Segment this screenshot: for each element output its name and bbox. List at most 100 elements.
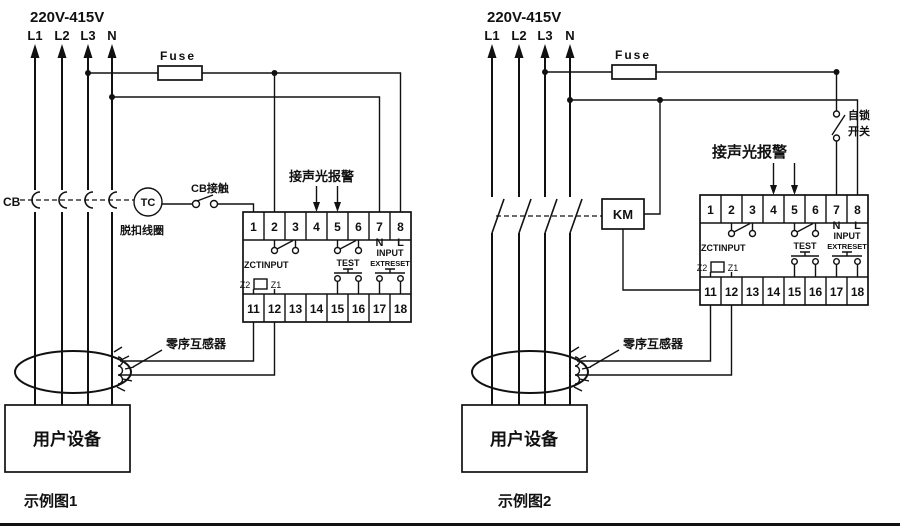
- ext-reset-button-contact: [397, 275, 405, 283]
- km-aux-wire: [622, 229, 700, 291]
- zct-pointer: [132, 349, 163, 368]
- junction-dot: [109, 94, 115, 100]
- phase-label-l3: L3: [537, 28, 552, 43]
- terminal-number: 8: [397, 220, 404, 234]
- terminal-number: 17: [373, 302, 387, 316]
- terminal-number: 11: [704, 285, 717, 299]
- zct-input-label: ZCTINPUT: [244, 260, 289, 270]
- ext-reset-button: [375, 268, 405, 274]
- relay-contact-leads: [336, 240, 360, 248]
- relay-contact-point: [333, 246, 342, 255]
- zct-leads: [252, 289, 276, 294]
- ext-reset-button-contact: [833, 258, 841, 266]
- line-arrow-icon: [565, 44, 575, 58]
- zct-label: 零序互感器: [622, 336, 684, 351]
- relay-input-label: INPUT: [377, 248, 405, 258]
- line-arrow-icon: [83, 44, 93, 58]
- terminal-number: 4: [313, 220, 320, 234]
- ext-reset-button: [832, 251, 862, 257]
- selflock-label-2: 开关: [848, 124, 870, 138]
- alarm-arrowhead-icon: [334, 202, 341, 212]
- terminal-number: 14: [310, 302, 324, 316]
- cb-breaker-symbol: [84, 191, 94, 209]
- ext-reset-button-leads: [835, 264, 859, 277]
- test-label: TEST: [793, 241, 817, 251]
- line-arrow-icon: [30, 44, 40, 58]
- phase-label-l1: L1: [484, 28, 499, 43]
- terminal-number: 15: [331, 302, 345, 316]
- terminal-number: 16: [352, 302, 366, 316]
- km-box: [601, 198, 645, 230]
- test-button-leads: [793, 264, 817, 277]
- alarm-arrowhead-icon: [313, 202, 320, 212]
- terminal-number: 3: [292, 220, 299, 234]
- cb-contact-point: [209, 199, 219, 209]
- zct-label: 零序互感器: [165, 336, 227, 351]
- phase-label-n: N: [107, 28, 116, 43]
- zct-toroid-1: 零序互感器: [14, 322, 276, 394]
- z2-label: Z2: [240, 280, 251, 290]
- cb-label: CB: [3, 195, 21, 209]
- relay-l-label: L: [854, 220, 861, 232]
- neutral-wire: [112, 96, 381, 212]
- line-arrow-icon: [540, 44, 550, 58]
- phase-label-l2: L2: [54, 28, 69, 43]
- relay-contact-leads: [730, 223, 754, 231]
- line-arrow-icon: [487, 44, 497, 58]
- relay-contact-point: [727, 229, 736, 238]
- selflock-switch: 自锁 开关: [831, 108, 870, 195]
- test-button-leads: [336, 281, 360, 294]
- relay-contact-point: [748, 229, 757, 238]
- toroid-wire: [120, 322, 276, 376]
- terminal-number: 8: [854, 203, 861, 217]
- cb-contact-point: [191, 199, 201, 209]
- neutral-wire: [570, 99, 859, 195]
- terminal-number: 13: [746, 285, 760, 299]
- diagram-1: 220V-415V L1 L2 L3 N CB TC 脱扣线圈 CB接触 Fu: [3, 9, 412, 510]
- terminal-number: 1: [250, 220, 257, 234]
- voltage-label: 220V-415V: [487, 9, 561, 26]
- relay-n-label: N: [833, 220, 841, 232]
- km-contact-blade: [544, 198, 558, 234]
- terminal-number: 18: [394, 302, 408, 316]
- fuse-body: [611, 64, 657, 80]
- relay-contact-point: [354, 246, 363, 255]
- junction-dot: [271, 70, 278, 76]
- cb-contact-blade: [196, 194, 214, 202]
- phase-label-l3: L3: [80, 28, 95, 43]
- caption-1: 示例图1: [24, 492, 77, 510]
- fuse-body: [157, 65, 203, 81]
- phase-label-l1: L1: [27, 28, 42, 43]
- zct-toroid-2: 零序互感器: [471, 305, 733, 394]
- test-button-contact: [791, 258, 799, 266]
- relay-input-label: INPUT: [834, 231, 862, 241]
- terminal-number: 6: [355, 220, 362, 234]
- terminal-separators-bottom: [263, 294, 391, 322]
- relay-contact-leads: [793, 223, 817, 231]
- zct-pointer: [589, 349, 620, 368]
- cb-breaker-symbol: [58, 191, 68, 209]
- km-coil-wire: [644, 100, 661, 215]
- terminal-number: 15: [788, 285, 802, 299]
- alarm-arrowhead-icon: [770, 185, 777, 195]
- caption-2: 示例图2: [498, 492, 551, 510]
- terminal-number: 7: [833, 203, 840, 217]
- selflock-blade: [831, 114, 846, 136]
- cb-contact-label: CB接触: [191, 181, 229, 195]
- ext-reset-button-contact: [854, 258, 862, 266]
- terminal-number: 1: [707, 203, 714, 217]
- test-label: TEST: [336, 258, 360, 268]
- terminal-number: 2: [728, 203, 735, 217]
- terminal-number: 7: [376, 220, 383, 234]
- relay-contact-leads: [273, 240, 297, 248]
- junction-dot: [542, 69, 548, 75]
- load-label: 用户设备: [33, 429, 102, 449]
- toroid-wire: [577, 305, 712, 362]
- zct-input-label: ZCTINPUT: [701, 243, 746, 253]
- terminal-number: 12: [725, 285, 739, 299]
- terminal-separators-top: [263, 212, 391, 240]
- terminal-number: 13: [289, 302, 303, 316]
- line-arrow-icon: [57, 44, 67, 58]
